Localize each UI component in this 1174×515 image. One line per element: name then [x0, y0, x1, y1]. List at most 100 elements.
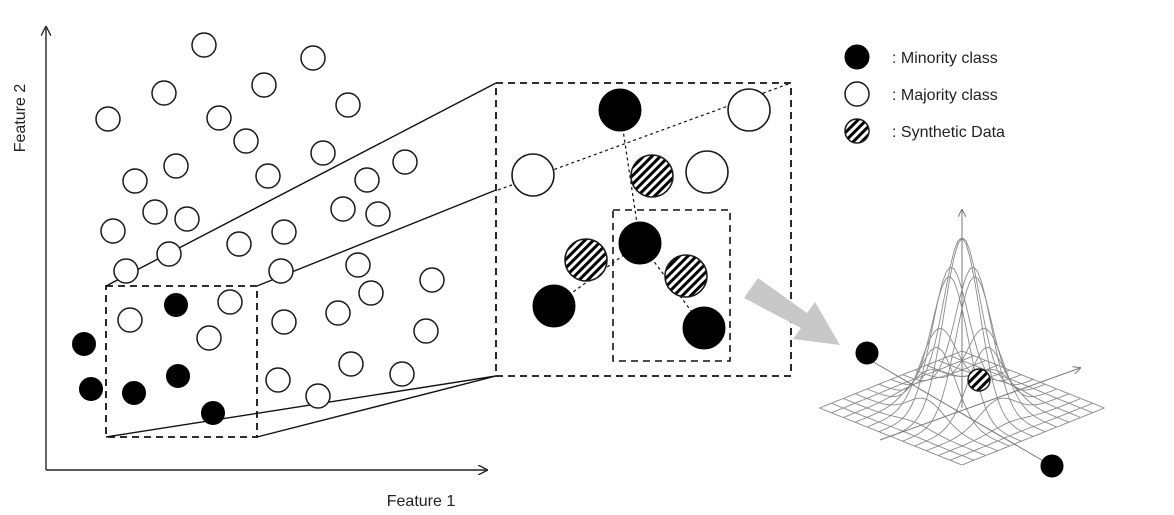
legend-synthetic-swatch — [844, 118, 870, 144]
majority-point — [113, 258, 139, 284]
legend-majority-swatch — [844, 81, 870, 107]
mesh-line — [926, 393, 1070, 452]
majority-point — [392, 149, 418, 175]
zoom-synthetic-points — [564, 154, 708, 298]
mesh-line — [819, 350, 963, 409]
majority-point — [226, 231, 252, 257]
majority-point — [300, 45, 326, 71]
mesh-line — [938, 398, 1081, 456]
legend-majority-label: : Majority class — [892, 87, 998, 104]
majority-point — [389, 361, 415, 387]
legend-item-synthetic: : Synthetic Data — [844, 118, 1005, 144]
gaussian-surface — [819, 210, 1105, 467]
minority-point — [164, 293, 188, 317]
majority-point — [95, 106, 121, 132]
majority-point — [330, 196, 356, 222]
majority-point — [268, 258, 294, 284]
majority-point — [419, 267, 445, 293]
mesh-line — [961, 407, 1105, 466]
axes: Feature 1 Feature 2 — [12, 28, 486, 510]
minority-point — [855, 341, 879, 365]
minority-point — [79, 377, 103, 401]
majority-point — [354, 167, 380, 193]
plane-axis — [879, 368, 1080, 441]
synthetic-point — [564, 238, 608, 282]
majority-point — [365, 201, 391, 227]
majority-point — [117, 307, 143, 333]
inner-neighborhood-box — [612, 209, 731, 362]
mesh-line — [949, 402, 1093, 461]
majority-point — [685, 150, 729, 194]
majority-point — [217, 289, 243, 315]
majority-point — [345, 252, 371, 278]
zoom-panel — [495, 82, 792, 377]
majority-point — [191, 32, 217, 58]
minority-point — [682, 306, 726, 350]
majority-point — [727, 88, 771, 132]
mesh-line — [902, 276, 1046, 442]
projection-line — [256, 189, 497, 287]
minority-point — [532, 284, 576, 328]
legend-synthetic-label: : Synthetic Data — [892, 124, 1005, 141]
minority-point — [1040, 454, 1064, 478]
mesh-line — [831, 402, 975, 461]
majority-point — [206, 105, 232, 131]
mesh-line — [843, 360, 986, 418]
minority-point — [201, 401, 225, 425]
majority-point — [358, 280, 384, 306]
majority-points — [95, 32, 445, 409]
synthetic-point — [630, 154, 674, 198]
minority-point — [598, 88, 642, 132]
y-axis-label: Feature 2 — [12, 84, 29, 153]
minority-points — [72, 293, 225, 425]
minority-point — [72, 332, 96, 356]
zoom-majority-points — [511, 88, 771, 197]
legend-minority-label: : Minority class — [892, 50, 998, 67]
majority-point — [265, 367, 291, 393]
legend-minority-swatch — [844, 44, 870, 70]
majority-point — [271, 219, 297, 245]
transition-arrow — [744, 278, 840, 345]
majority-point — [511, 153, 555, 197]
legend-item-minority: : Minority class — [844, 44, 998, 70]
majority-point — [310, 140, 336, 166]
majority-point — [156, 241, 182, 267]
majority-point — [142, 199, 168, 225]
mesh-line — [938, 360, 1081, 418]
majority-point — [122, 168, 148, 194]
mesh-line — [843, 398, 986, 456]
majority-point — [338, 351, 364, 377]
mesh-line — [926, 364, 1070, 423]
majority-point — [335, 92, 361, 118]
projection-line — [256, 375, 497, 438]
majority-point — [233, 128, 259, 154]
plane-axis — [869, 359, 1053, 467]
synthetic-point — [967, 368, 991, 392]
majority-point — [100, 218, 126, 244]
majority-point — [305, 383, 331, 409]
majority-point — [174, 206, 200, 232]
majority-point — [163, 153, 189, 179]
majority-point — [151, 80, 177, 106]
x-axis-label: Feature 1 — [387, 493, 456, 510]
majority-point — [196, 325, 222, 351]
minority-point — [122, 381, 146, 405]
selection-box — [105, 285, 258, 438]
majority-point — [413, 318, 439, 344]
synthetic-point — [664, 254, 708, 298]
majority-point — [255, 163, 281, 189]
majority-point — [325, 300, 351, 326]
zoom-minority-points — [532, 88, 726, 350]
zoom-box — [495, 82, 792, 377]
mesh-line — [878, 276, 1022, 442]
minority-point — [618, 221, 662, 265]
projection-line — [105, 375, 497, 438]
interpolation-line — [619, 109, 641, 244]
minority-point — [166, 364, 190, 388]
majority-point — [251, 72, 277, 98]
legend: : Minority class : Majority class : Synt… — [844, 44, 1005, 144]
mesh-line — [831, 355, 975, 414]
majority-point — [271, 309, 297, 335]
legend-item-majority: : Majority class — [844, 81, 998, 107]
